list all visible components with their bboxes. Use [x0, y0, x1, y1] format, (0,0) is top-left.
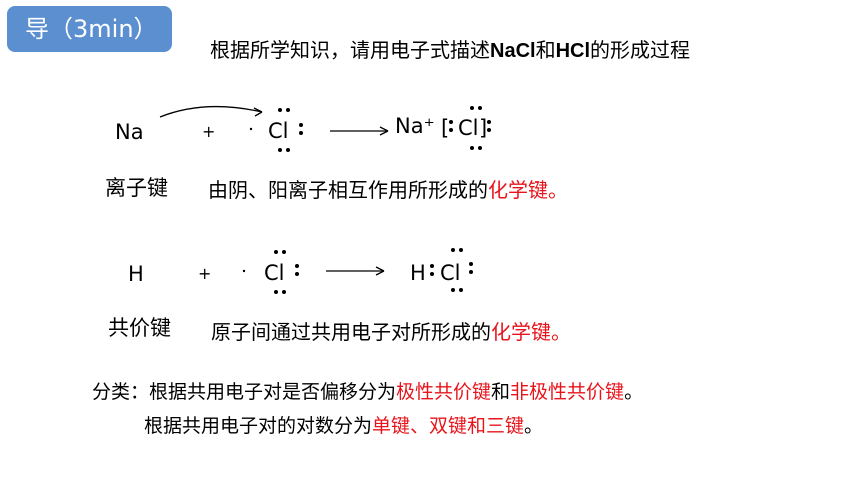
cl-ion-dots — [449, 106, 491, 150]
bracket-close: ] — [479, 116, 488, 140]
cl-hcl-reactant-dots — [274, 250, 299, 294]
cl-reactant-dots — [278, 108, 303, 152]
hcl-product-dots — [430, 248, 473, 292]
task-statement: 根据所学知识，请用电子式描述NaCl和HCl的形成过程 — [210, 38, 691, 62]
ionic-bond-label: 离子键 — [105, 176, 168, 200]
hcl-plus-sign: + — [198, 264, 212, 283]
na-atom: Na — [115, 120, 144, 144]
ionic-bond-definition: 由阴、阳离子相互作用所形成的化学键。 — [208, 178, 568, 202]
section-badge: 导（3min） — [7, 6, 172, 52]
h-atom: H — [128, 262, 144, 286]
bracket-open: [ — [441, 116, 450, 140]
na-electron-dot — [249, 127, 253, 131]
cl-in-hcl: Cl — [440, 261, 461, 285]
h-in-hcl: H — [410, 261, 426, 285]
classification-count: 根据共用电子对的对数分为单键、双键和三键。 — [144, 415, 544, 437]
cl-atom-hcl: Cl — [264, 261, 285, 285]
electron-transfer-arrow — [159, 105, 263, 118]
cl-atom: Cl — [268, 119, 289, 143]
nacl-plus-sign: + — [202, 122, 216, 141]
covalent-bond-label: 共价键 — [108, 316, 171, 340]
covalent-bond-definition: 原子间通过共用电子对所形成的化学键。 — [211, 320, 571, 344]
h-electron-dot — [242, 269, 246, 273]
nacl-reaction-arrow — [330, 126, 389, 136]
electron-transfer-arrowhead — [253, 107, 263, 117]
chloride-ion: Cl — [458, 116, 479, 140]
hcl-reaction-arrow — [326, 266, 385, 276]
sodium-ion: Na⁺ — [395, 114, 435, 138]
classification-polarity: 分类：根据共用电子对是否偏移分为极性共价键和非极性共价键。 — [92, 381, 644, 403]
